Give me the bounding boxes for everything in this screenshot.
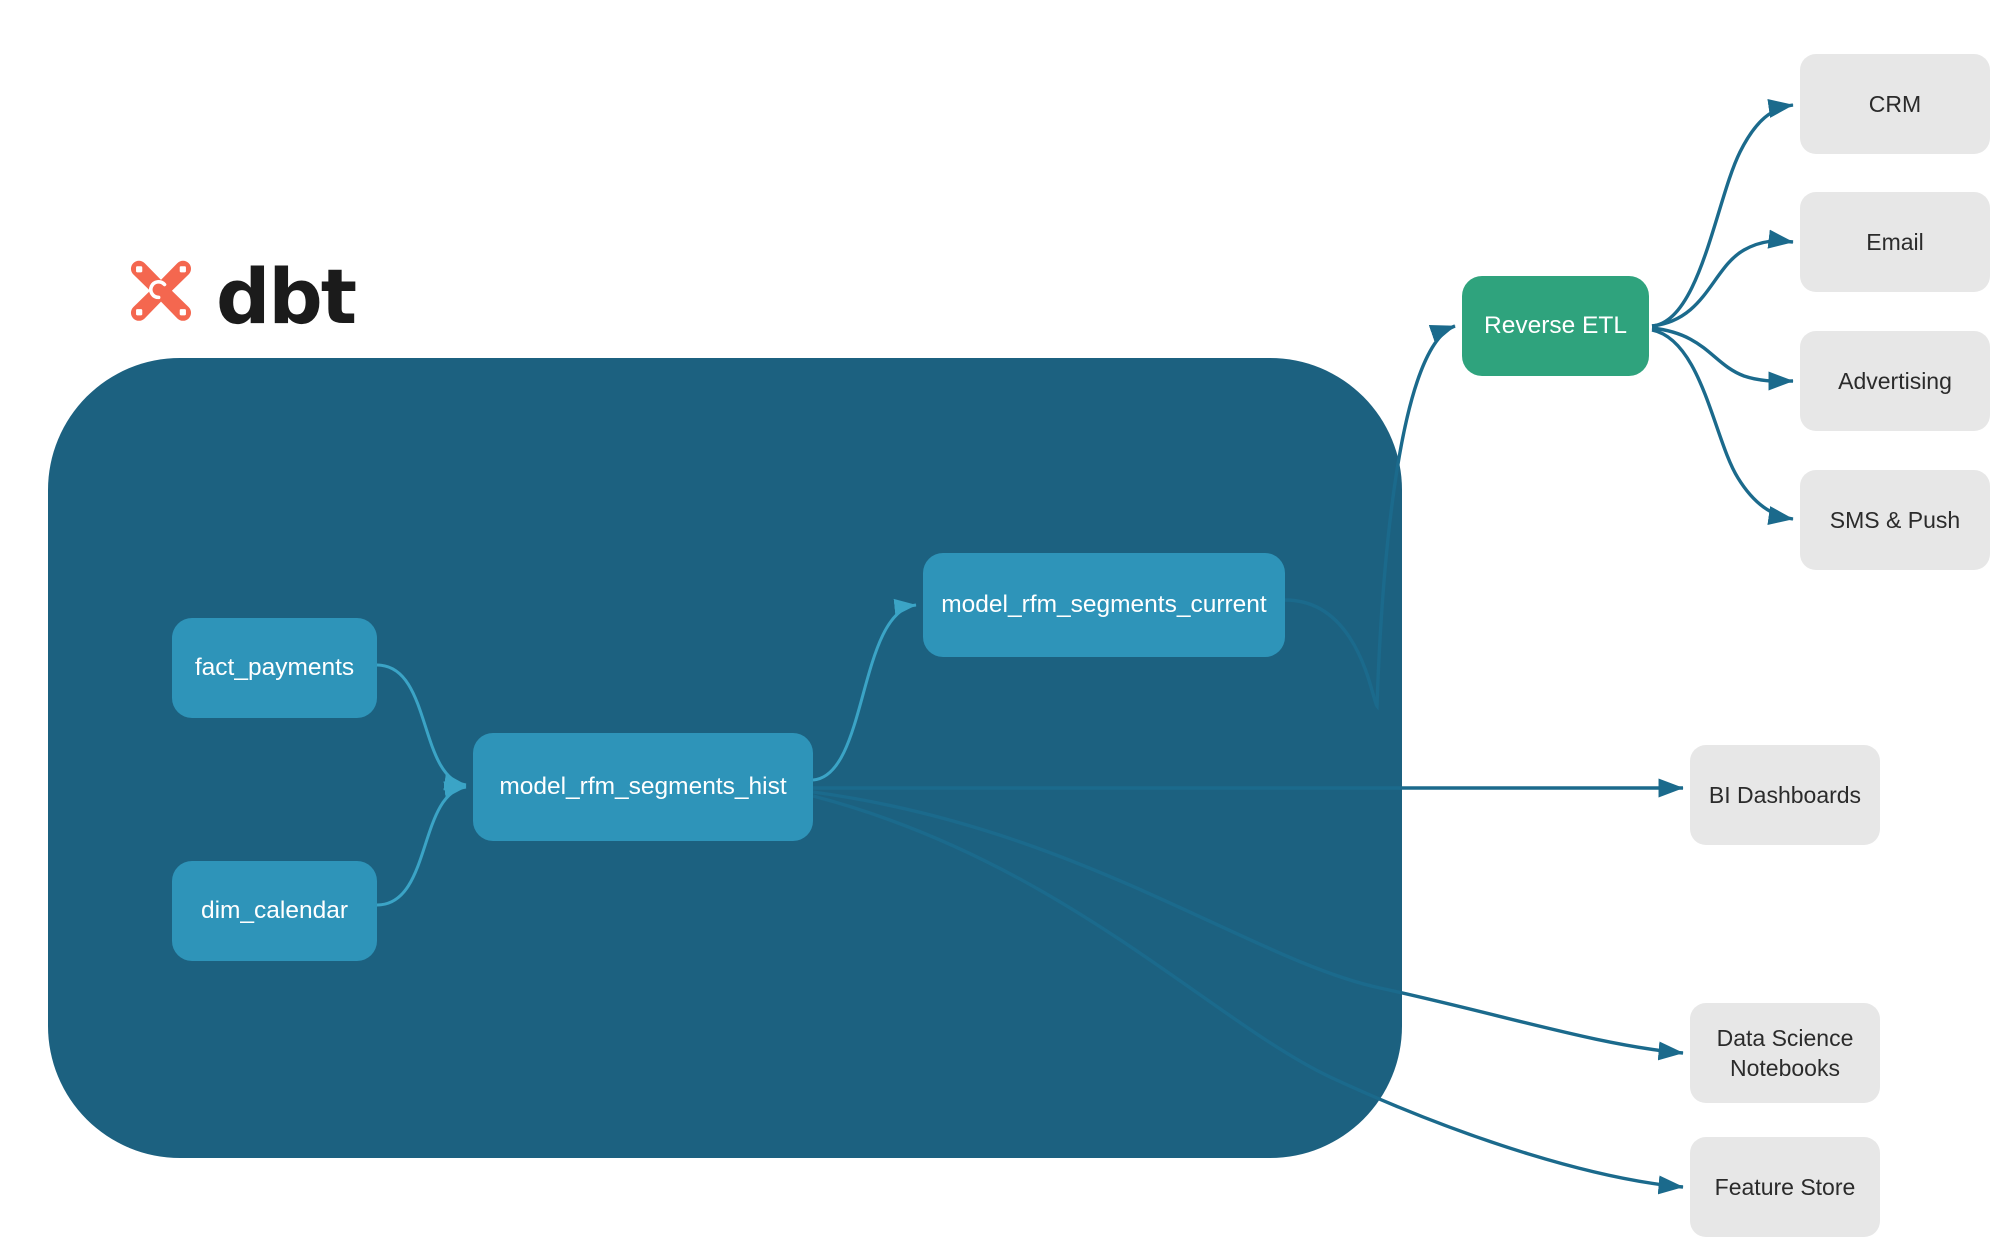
destination-label-line1: Data Science (1716, 1024, 1854, 1051)
dbt-wordmark: dbt (216, 252, 357, 341)
destination-label: Feature Store (1714, 1173, 1856, 1200)
destination-label: BI Dashboards (1708, 781, 1862, 808)
destination-label: CRM (1868, 90, 1922, 117)
destination-label: Data Science Notebooks (1690, 1023, 1880, 1084)
reverse-etl-node[interactable]: Reverse ETL (1462, 276, 1649, 376)
model-node-label: fact_payments (194, 654, 355, 681)
model-node-label: dim_calendar (200, 897, 349, 924)
destination-label: Advertising (1838, 367, 1952, 394)
destination-label: SMS & Push (1829, 506, 1961, 533)
destination-label: Email (1866, 228, 1924, 255)
destination-node-bi-dashboards[interactable]: BI Dashboards (1690, 745, 1880, 845)
dbt-logo-icon (130, 260, 192, 321)
destination-node-email[interactable]: Email (1800, 192, 1990, 292)
model-node-label: model_rfm_segments_hist (499, 773, 787, 800)
reverse-etl-label: Reverse ETL (1484, 312, 1627, 339)
model-node-dim-calendar[interactable]: dim_calendar (172, 861, 377, 961)
destination-node-advertising[interactable]: Advertising (1800, 331, 1990, 431)
edge-reverse-etl-to-email (1651, 229, 1794, 328)
destination-node-feature-store[interactable]: Feature Store (1690, 1137, 1880, 1237)
destination-label-line2: Notebooks (1730, 1055, 1840, 1081)
model-node-label: model_rfm_segments_current (941, 591, 1267, 618)
model-node-model-rfm-segments-hist[interactable]: model_rfm_segments_hist (473, 733, 813, 841)
dbt-brand-logo: dbt (122, 252, 357, 341)
edge-reverse-etl-to-advertising (1651, 326, 1794, 391)
model-node-fact-payments[interactable]: fact_payments (172, 618, 377, 718)
destination-node-sms-push[interactable]: SMS & Push (1800, 470, 1990, 570)
destination-node-crm[interactable]: CRM (1800, 54, 1990, 154)
model-node-model-rfm-segments-current[interactable]: model_rfm_segments_current (923, 553, 1285, 657)
destination-node-data-science-notebooks[interactable]: Data Science Notebooks (1690, 1003, 1880, 1103)
edge-reverse-etl-to-crm (1651, 99, 1794, 328)
edge-reverse-etl-to-sms-push (1651, 328, 1794, 525)
